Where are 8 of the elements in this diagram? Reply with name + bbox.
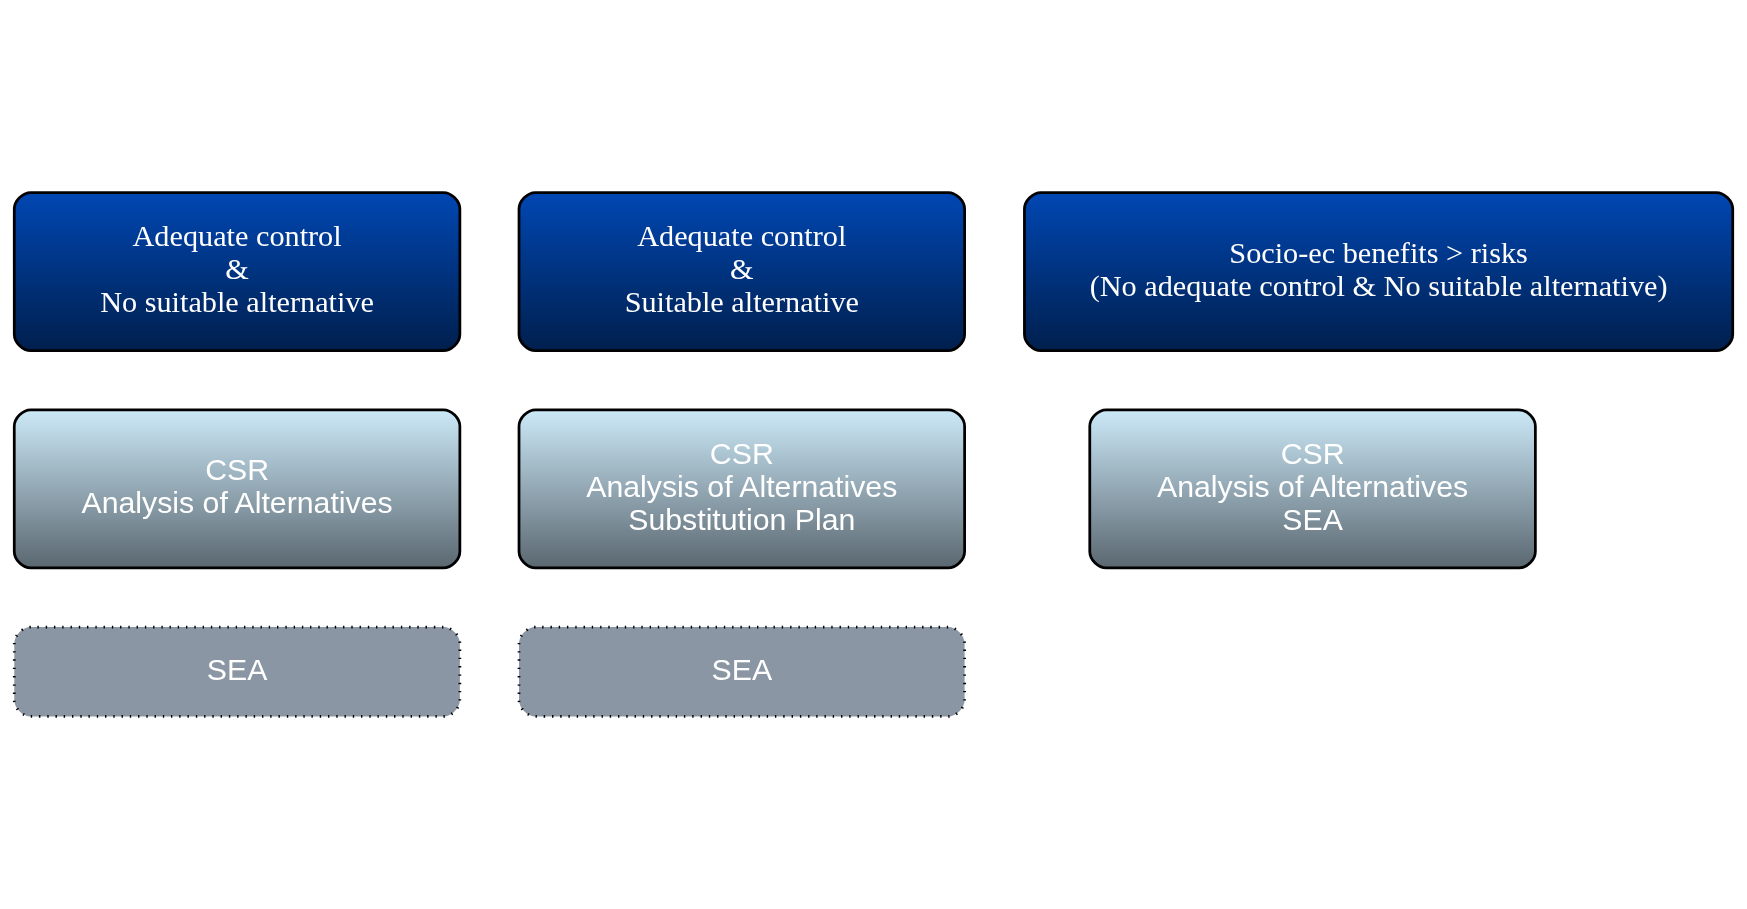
node-box: CSR Analysis of Alternatives Substitution Plan <box>517 408 966 570</box>
node-box: CSR Analysis of Alternatives <box>12 408 462 570</box>
node-box: CSR Analysis of Alternatives SEA <box>1088 408 1537 570</box>
node-box: Adequate control & No suitable alternative <box>12 191 462 353</box>
node-box: Socio-ec benefits > risks (No adequate control & No suitable alternative) <box>1023 191 1735 353</box>
node-box: SEA <box>12 625 462 718</box>
node-box: SEA <box>517 625 966 718</box>
node-box: Adequate control & Suitable alternative <box>517 191 966 353</box>
